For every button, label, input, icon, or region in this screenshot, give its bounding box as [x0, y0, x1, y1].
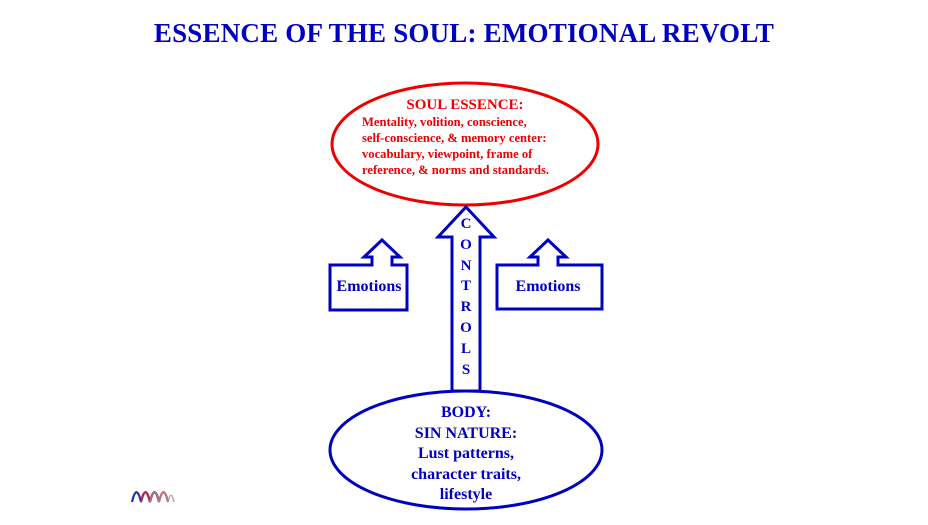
controls-letter: L	[460, 340, 471, 357]
body-text: BODY: SIN NATURE: Lust patterns, charact…	[350, 403, 582, 506]
body-line: lifestyle	[439, 486, 493, 503]
body-ellipse	[328, 389, 604, 511]
soul-essence-text: SOUL ESSENCE: Mentality, volition, consc…	[340, 97, 590, 178]
emotions-right-arrow-shape	[495, 237, 604, 311]
page-title: ESSENCE OF THE SOUL: EMOTIONAL REVOLT	[153, 18, 775, 48]
controls-letter: T	[460, 278, 471, 295]
body-heading: BODY:	[440, 404, 492, 421]
controls-letter: S	[461, 361, 471, 378]
body-subheading: SIN NATURE:	[414, 424, 518, 442]
controls-letter: C	[460, 216, 472, 232]
emotions-left-arrow-shape	[328, 237, 409, 312]
controls-letter: N	[460, 257, 472, 274]
soul-essence-line: vocabulary, viewpoint, frame of	[362, 147, 533, 161]
emotions-right-label: Emotions	[515, 278, 581, 295]
soul-essence-line: reference, & norms and standards.	[362, 163, 550, 177]
dna-wave-logo-icon	[130, 491, 175, 503]
emotions-left-label: Emotions	[336, 278, 402, 295]
body-line: Lust patterns,	[417, 445, 514, 462]
soul-essence-line: self-conscience, & memory center:	[362, 131, 547, 145]
soul-essence-heading: SOUL ESSENCE:	[406, 97, 524, 113]
body-line: character traits,	[411, 465, 521, 483]
controls-letter: R	[460, 299, 472, 316]
controls-letter: O	[460, 319, 472, 336]
soul-essence-ellipse	[330, 81, 600, 207]
controls-label: C O N T R O L S	[456, 214, 476, 380]
controls-letter: O	[460, 236, 472, 253]
soul-essence-line: Mentality, volition, conscience,	[362, 115, 527, 129]
